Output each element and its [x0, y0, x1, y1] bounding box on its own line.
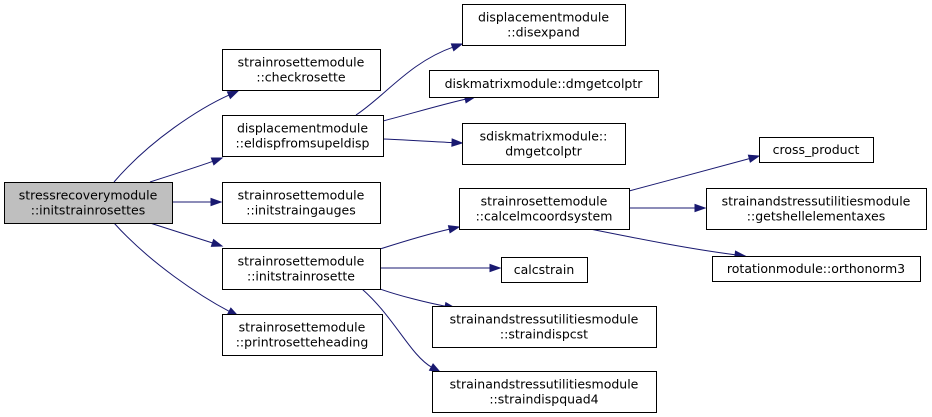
node-checkrosette[interactable]: strainrosettemodule::checkrosette	[222, 49, 381, 91]
edge-arrowhead	[428, 363, 442, 373]
node-cross[interactable]: cross_product	[759, 137, 874, 163]
node-label-line: ::printrosetteheading	[236, 335, 369, 350]
edge-eldisp-to-sdmgetcolptr	[382, 138, 464, 147]
edge-line	[379, 288, 447, 307]
node-initstraingauges[interactable]: strainrosettemodule::initstraingauges	[222, 182, 381, 224]
edge-line	[379, 228, 451, 250]
edge-arrowhead	[694, 203, 707, 213]
node-eldisp[interactable]: displacementmodule::eldispfromsupeldisp	[222, 115, 384, 157]
node-sdmgetcolptr[interactable]: sdiskmatrixmodule::dmgetcolptr	[462, 123, 626, 165]
node-label-line: strainandstressutilitiesmodule	[722, 194, 911, 209]
node-label-line: strainrosettemodule	[238, 55, 365, 70]
node-box	[706, 188, 927, 230]
node-label-line: sdiskmatrixmodule::	[480, 129, 608, 144]
node-box	[759, 137, 874, 163]
node-box	[222, 115, 384, 157]
edge-calcelm-to-orthonorm	[589, 228, 747, 259]
node-box	[222, 49, 381, 91]
edge-arrowhead	[210, 238, 224, 247]
node-label-line: ::eldispfromsupeldisp	[236, 136, 370, 151]
node-orthonorm[interactable]: rotationmodule::orthonorm3	[712, 256, 921, 282]
node-label-line: ::initstraingauges	[246, 203, 355, 218]
node-label-line: strainandstressutilitiesmodule	[450, 377, 639, 392]
node-label-line: ::initstrainrosette	[247, 269, 355, 284]
node-box	[222, 248, 381, 290]
edge-line	[113, 222, 231, 313]
node-box	[222, 182, 381, 224]
node-straindispquad4[interactable]: strainandstressutilitiesmodule::straindi…	[432, 371, 657, 413]
edge-root-to-eldisp	[149, 157, 224, 183]
node-box	[462, 123, 626, 165]
node-label-line: calcstrain	[514, 262, 575, 277]
edge-initstrainrosette-to-calcstrain	[380, 263, 502, 273]
node-label-line: rotationmodule::orthonorm3	[727, 261, 905, 276]
edge-line	[113, 94, 230, 183]
node-label-line: ::straindispcst	[500, 327, 588, 342]
node-initstrainrosette[interactable]: strainrosettemodule::initstrainrosette	[222, 248, 381, 290]
edge-arrowhead	[210, 197, 223, 207]
node-label-line: displacementmodule	[478, 10, 609, 25]
edge-line	[382, 138, 454, 144]
node-label-line: ::getshellelementaxes	[747, 209, 885, 224]
edge-arrowhead	[226, 90, 240, 100]
edge-line	[149, 222, 214, 244]
node-box	[462, 4, 626, 46]
node-calcstrain[interactable]: calcstrain	[501, 257, 588, 283]
node-label-line: ::initstrainrosettes	[31, 203, 146, 218]
nodes-layer: stressrecoverymodule::initstrainrosettes…	[4, 4, 927, 413]
node-label-line: cross_product	[773, 142, 860, 157]
edge-line	[589, 228, 737, 256]
node-printrosette[interactable]: strainrosettemodule::printrosetteheading	[222, 314, 383, 356]
edge-line	[355, 46, 454, 116]
node-label-line: strainandstressutilitiesmodule	[450, 312, 639, 327]
edge-root-to-checkrosette	[113, 90, 240, 183]
node-box	[4, 182, 173, 224]
node-label-line: ::disexpand	[507, 25, 580, 40]
node-dmgetcolptr[interactable]: diskmatrixmodule::dmgetcolptr	[429, 70, 659, 98]
node-label-line: diskmatrixmodule::dmgetcolptr	[445, 76, 644, 91]
node-label-line: ::straindispquad4	[489, 392, 598, 407]
node-box	[459, 188, 630, 230]
node-label-line: stressrecoverymodule	[19, 188, 158, 203]
edge-line	[149, 160, 214, 183]
edge-line	[628, 157, 751, 192]
edge-root-to-initstraingauges	[171, 197, 223, 207]
edge-arrowhead	[451, 138, 464, 147]
edge-arrowhead	[450, 43, 464, 52]
node-box	[432, 306, 657, 348]
node-label-line: ::checkrosette	[256, 70, 346, 85]
edge-line	[361, 288, 433, 368]
node-box	[712, 256, 921, 282]
node-label-line: ::calcelmcoordsystem	[476, 209, 613, 224]
edge-arrowhead	[489, 263, 502, 273]
edge-line	[382, 98, 467, 122]
node-label-line: strainrosettemodule	[238, 188, 365, 203]
node-getshell[interactable]: strainandstressutilitiesmodule::getshell…	[706, 188, 927, 230]
edge-calcelm-to-cross	[628, 154, 761, 192]
edge-root-to-printrosette	[113, 222, 240, 317]
node-label-line: strainrosettemodule	[238, 254, 365, 269]
edge-initstrainrosette-to-calcelm	[379, 225, 461, 250]
node-label-line: displacementmodule	[237, 121, 368, 136]
edge-arrowhead	[210, 157, 224, 166]
node-box	[432, 371, 657, 413]
edge-arrowhead	[447, 225, 461, 234]
node-root[interactable]: stressrecoverymodule::initstrainrosettes	[4, 182, 173, 224]
edge-root-to-initstrainrosette	[149, 222, 224, 247]
node-box	[429, 70, 659, 98]
node-label-line: strainrosettemodule	[239, 320, 366, 335]
node-box	[501, 257, 588, 283]
node-disexpand[interactable]: displacementmodule::disexpand	[462, 4, 626, 46]
node-straindispcst[interactable]: strainandstressutilitiesmodule::straindi…	[432, 306, 657, 348]
node-label-line: dmgetcolptr	[505, 144, 582, 159]
edge-eldisp-to-disexpand	[355, 43, 464, 116]
edge-calcelm-to-getshell	[628, 203, 707, 213]
edge-eldisp-to-dmgetcolptr	[382, 95, 477, 122]
node-label-line: strainrosettemodule	[481, 194, 608, 209]
node-box	[222, 314, 383, 356]
node-calcelm[interactable]: strainrosettemodule::calcelmcoordsystem	[459, 188, 630, 230]
edge-arrowhead	[747, 154, 761, 163]
